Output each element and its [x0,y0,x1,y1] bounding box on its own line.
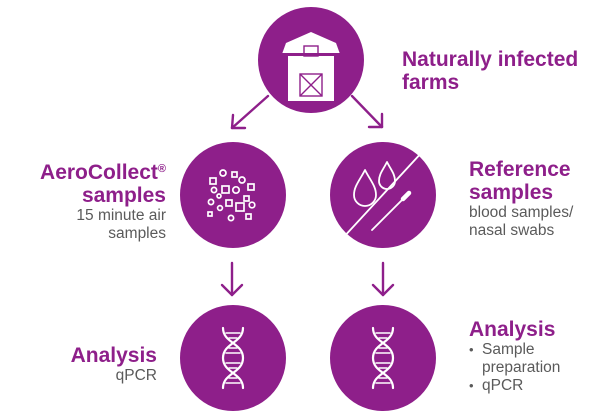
analysis-left-title: Analysis [70,344,157,367]
analysis-left-node [180,305,286,411]
dna-icon [371,326,395,390]
bullet-qpcr: qPCR [469,377,597,395]
dna-icon [221,326,245,390]
arrow-farm-to-aerocollect [230,94,270,130]
blood-drops-and-swab-icon [340,149,425,241]
reference-sub-line1: blood samples/ [469,204,574,221]
aerocollect-sub-line1: 15 minute air [76,207,166,224]
reference-title-line2: samples [469,181,554,204]
barn-icon [282,32,340,101]
aerocollect-node [180,142,286,248]
arrow-reference-to-analysis [371,261,395,297]
analysis-left-label: Analysis qPCR [0,344,157,385]
reference-title-line1: Reference [469,158,571,181]
aerocollect-title-line2: samples [81,184,166,207]
analysis-right-node [330,305,436,411]
analysis-left-sub: qPCR [115,367,157,384]
farm-title-line2: farms [402,71,460,94]
farm-title-line1: Naturally infected [402,48,579,71]
air-particles-icon [207,169,256,222]
aerocollect-sub-line2: samples [108,225,166,242]
aerocollect-title-line1: AeroCollect® [40,161,166,184]
farm-node [258,7,364,113]
arrow-farm-to-reference [350,94,384,129]
registered-mark: ® [157,163,166,175]
farm-label: Naturally infected farms [402,48,597,94]
arrow-aerocollect-to-analysis [220,261,244,297]
reference-label: Reference samples blood samples/ nasal s… [469,158,597,240]
aerocollect-label: AeroCollect® samples 15 minute air sampl… [0,158,166,243]
analysis-right-title: Analysis [469,318,556,341]
reference-node [330,142,436,248]
reference-sub-line2: nasal swabs [469,222,555,239]
